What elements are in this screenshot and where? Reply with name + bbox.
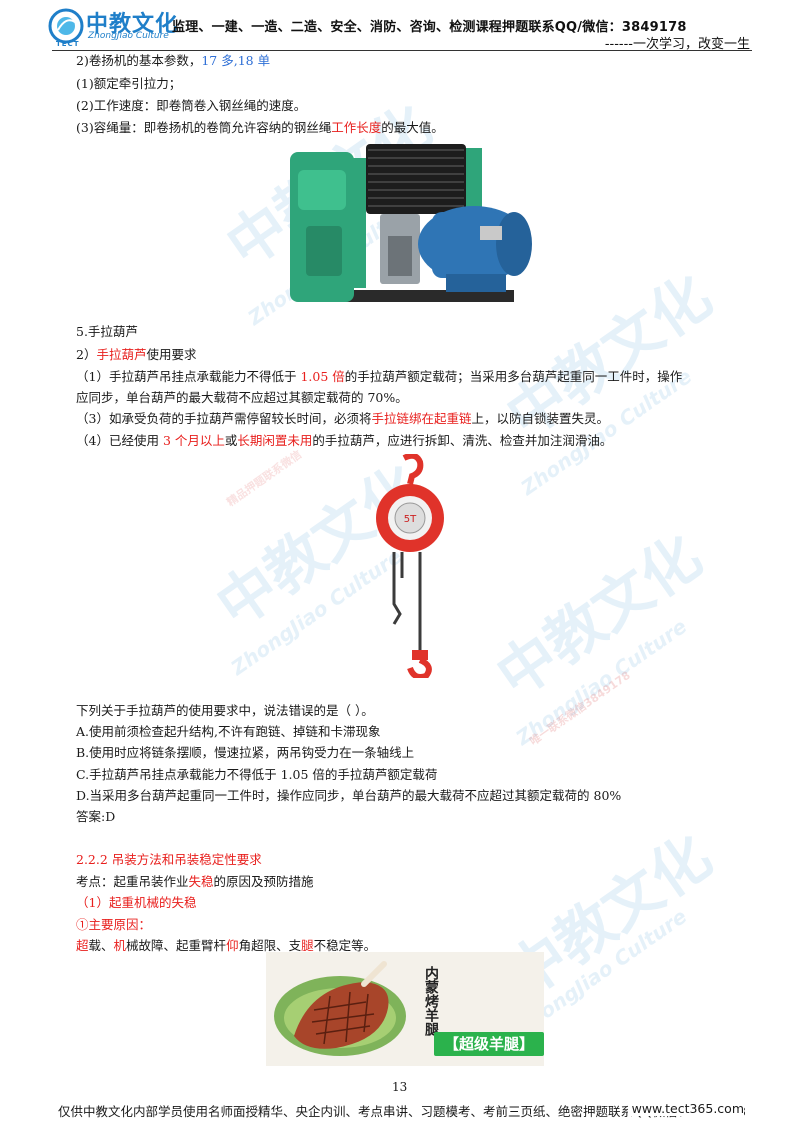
hoist-plate-text: 5T bbox=[404, 514, 417, 525]
lamb-leg-vertical-caption: 内蒙烤羊腿 bbox=[423, 966, 439, 1036]
question-option-d: D.当采用多台葫芦起重同一工件时，操作应同步，单台葫芦的最大载荷不应超过其额定载… bbox=[76, 788, 622, 803]
winch-params-heading: 2)卷扬机的基本参数，17 多,18 单 bbox=[76, 53, 271, 68]
footer-text: 仅供中教文化内部学员使用名师面授精华、央企内训、考点串讲、习题模考、考前三页纸、… bbox=[58, 1104, 746, 1119]
logo-emblem-icon bbox=[48, 8, 84, 44]
subheading-crane-instability: （1）起重机械的失稳 bbox=[76, 895, 197, 910]
question-stem: 下列关于手拉葫芦的使用要求中，说法错误的是（ ）。 bbox=[76, 703, 374, 718]
winch-param-3: (3)容绳量：即卷扬机的卷筒允许容纳的钢丝绳工作长度的最大值。 bbox=[76, 120, 444, 135]
question-option-c: C.手拉葫芦吊挂点承载能力不得低于 1.05 倍的手拉葫芦额定载荷 bbox=[76, 767, 438, 782]
header-slogan: ------一次学习，改变一生 bbox=[604, 37, 750, 52]
chain-hoist-image: 5T bbox=[364, 452, 460, 680]
watermark-contact: 唯一联系微信3849178 bbox=[527, 668, 633, 749]
lamb-leg-label: 【超级羊腿】 bbox=[434, 1032, 544, 1056]
hoist-requirement-4: （4）已经使用 3 个月以上或长期闲置未用的手拉葫芦，应进行拆卸、清洗、检查并加… bbox=[76, 433, 613, 448]
question-answer: 答案:D bbox=[76, 809, 116, 824]
page-number: 13 bbox=[392, 1080, 408, 1094]
winch-param-1: (1)额定牵引拉力； bbox=[76, 76, 182, 91]
question-option-b: B.使用时应将链条摆顺，慢速拉紧，两吊钩受力在一条轴线上 bbox=[76, 745, 415, 760]
section-heading-hoist: 5.手拉葫芦 bbox=[76, 324, 138, 339]
winch-param-2: (2)工作速度：即卷筒卷入钢丝绳的速度。 bbox=[76, 98, 307, 113]
logo-subtitle: ZhongJiao Culture bbox=[88, 31, 169, 41]
logo-name: 中教文化 bbox=[86, 12, 179, 37]
logo-tect-text: TECT bbox=[56, 40, 80, 48]
key-point: 考点：起重吊装作业失稳的原因及预防措施 bbox=[76, 874, 314, 889]
watermark-contact: 精品押题联系微信 bbox=[224, 447, 305, 509]
watermark-brand-en: ZhongJiao Culture bbox=[511, 614, 692, 750]
hoist-requirements-heading: 2）手拉葫芦使用要求 bbox=[76, 347, 197, 362]
main-causes-text: 超载、机械故障、起重臂杆仰角超限、支腿不稳定等。 bbox=[76, 938, 377, 953]
header-divider bbox=[52, 50, 752, 51]
watermark-brand: 中教文化 bbox=[484, 521, 714, 711]
section-heading-222: 2.2.2 吊装方法和吊装稳定性要求 bbox=[76, 852, 262, 867]
logo: TECT bbox=[48, 6, 168, 48]
header-title: 监理、一建、一造、二造、安全、消防、咨询、检测课程押题联系QQ/微信：38491… bbox=[172, 20, 687, 35]
question-option-a: A.使用前须检查起升结构,不许有跑链、掉链和卡滞现象 bbox=[76, 724, 381, 739]
subheading-main-causes: ①主要原因： bbox=[76, 917, 152, 932]
hoist-requirement-3: （3）如承受负荷的手拉葫芦需停留较长时间，必须将手拉链绑在起重链上，以防自锁装置… bbox=[76, 411, 609, 426]
footer-website[interactable]: www.tect365.com bbox=[627, 1101, 744, 1116]
hoist-requirement-1: （1）手拉葫芦吊挂点承载能力不得低于 1.05 倍的手拉葫芦额定载荷；当采用多台… bbox=[76, 369, 683, 384]
hoist-requirement-1-cont: 应同步，单台葫芦的最大载荷不应超过其额定载荷的 70%。 bbox=[76, 390, 408, 405]
winch-image bbox=[284, 140, 540, 316]
